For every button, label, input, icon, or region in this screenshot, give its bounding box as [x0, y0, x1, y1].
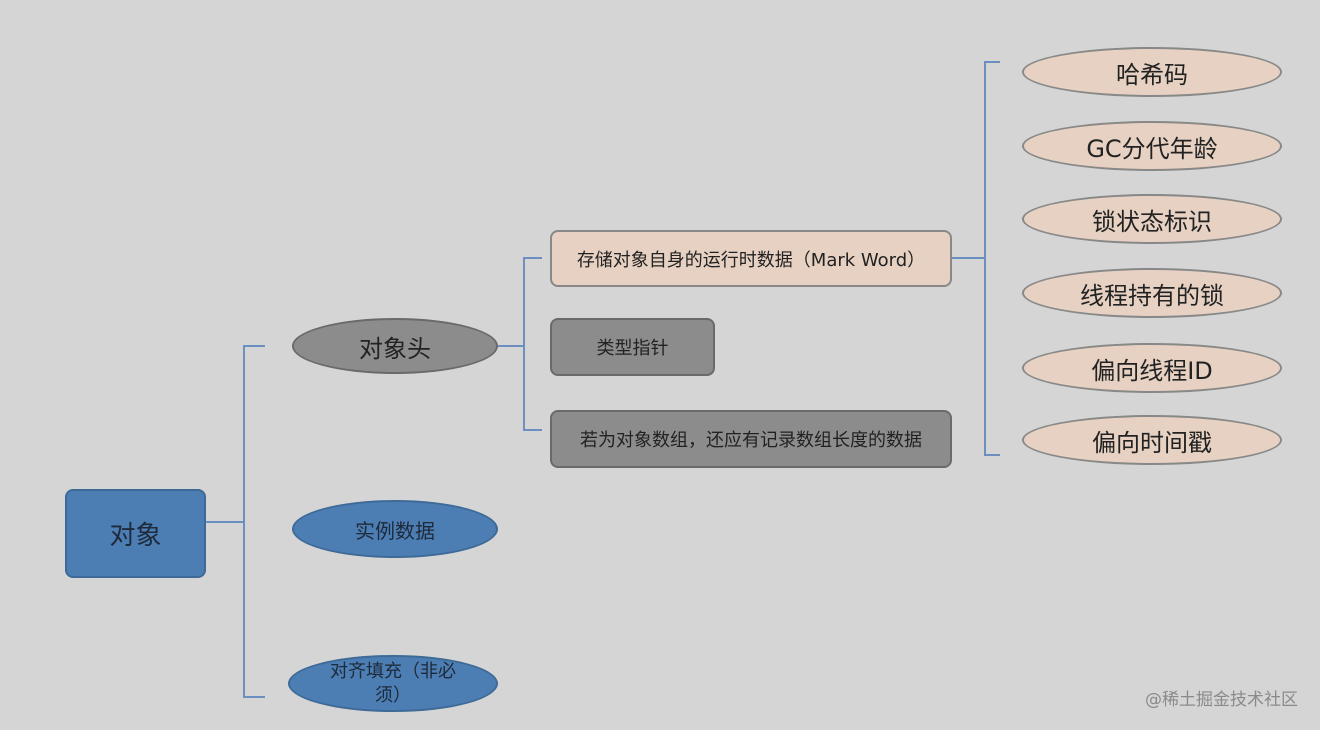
node-lock-state: 锁状态标识: [1022, 194, 1282, 244]
node-array-length: 若为对象数组，还应有记录数组长度的数据: [550, 410, 952, 468]
node-thread-lock: 线程持有的锁: [1022, 268, 1282, 318]
node-type-pointer: 类型指针: [550, 318, 715, 376]
bracket-object-header: [498, 257, 542, 431]
bracket-root: [206, 345, 265, 698]
node-mark-word: 存储对象自身的运行时数据（Mark Word）: [550, 230, 952, 287]
node-object-header: 对象头: [292, 318, 498, 374]
node-object: 对象: [65, 489, 206, 578]
watermark: @稀土掘金技术社区: [1145, 690, 1298, 710]
node-biased-thread-id: 偏向线程ID: [1022, 343, 1282, 393]
bracket-mark-word: [952, 61, 1000, 456]
node-instance-data: 实例数据: [292, 500, 498, 558]
node-biased-timestamp: 偏向时间戳: [1022, 415, 1282, 465]
node-gc-age: GC分代年龄: [1022, 121, 1282, 171]
node-padding: 对齐填充（非必须）: [288, 655, 498, 712]
node-hash-code: 哈希码: [1022, 47, 1282, 97]
